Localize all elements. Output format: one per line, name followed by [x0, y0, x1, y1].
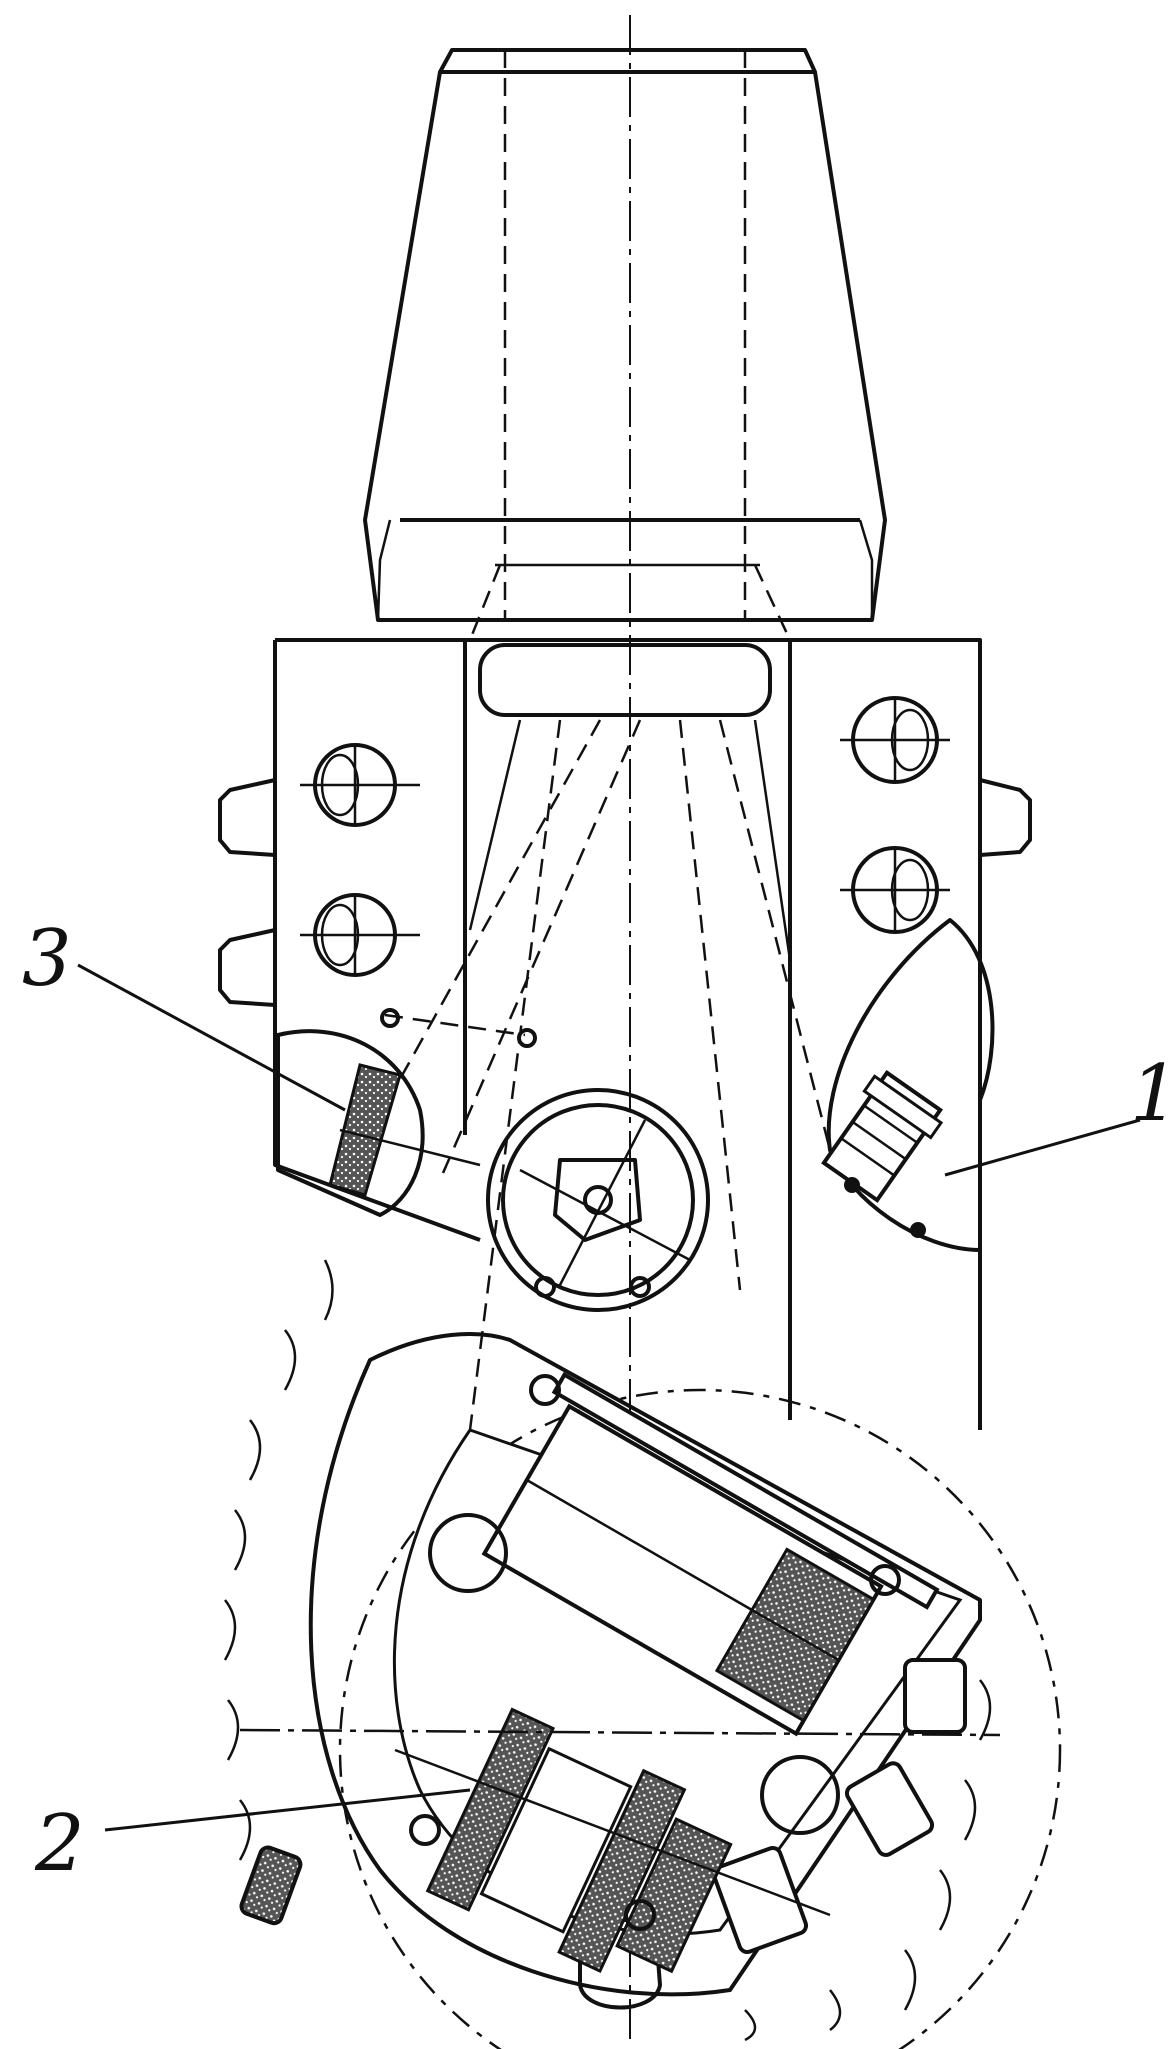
right-bolt-holes: [840, 696, 950, 934]
tapered-shank: [363, 48, 887, 641]
callout-3: 3: [22, 914, 72, 1004]
top-port: [478, 643, 772, 717]
right-lugs: [978, 778, 1032, 857]
right-nozzle-section: [821, 918, 995, 1252]
journal-pin: [239, 1372, 1001, 1974]
leader-line-2: [104, 1788, 471, 1832]
left-lugs: [218, 778, 277, 1007]
bit-body: [273, 638, 982, 1431]
callout-2: 2: [34, 1799, 85, 1889]
center-bearing: [486, 1088, 710, 1312]
left-bolt-holes: [300, 743, 420, 977]
leader-line-1: [944, 1118, 1141, 1177]
left-seal-section: [276, 1008, 537, 1217]
leader-line-3: [77, 963, 346, 1112]
callout-1: 1: [1130, 1049, 1168, 1139]
